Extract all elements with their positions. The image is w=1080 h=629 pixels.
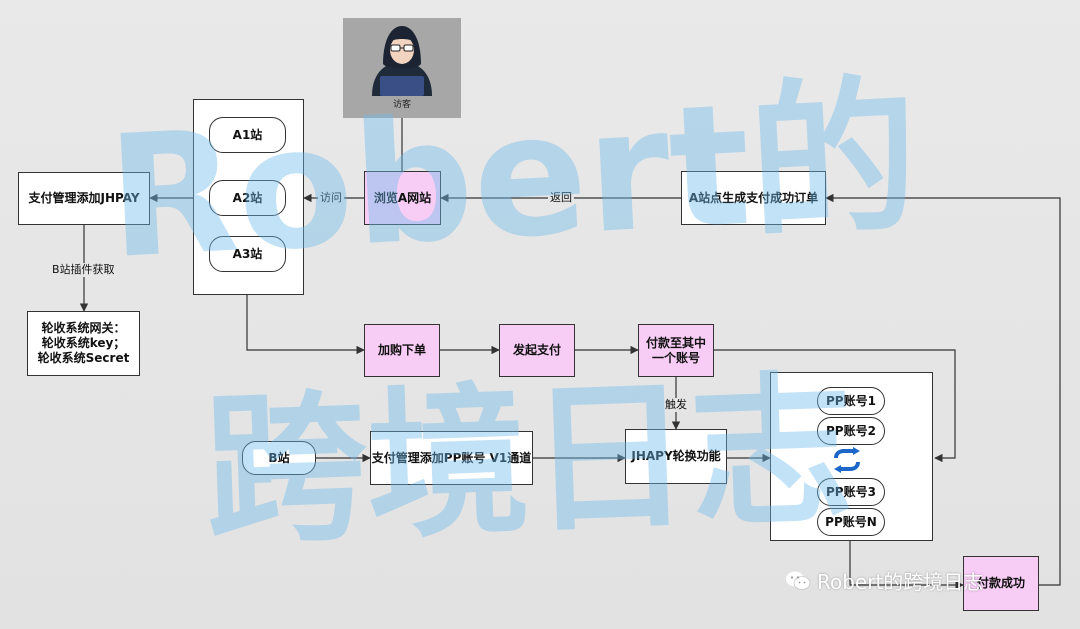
browse-site-node: 浏览A网站 [364, 171, 441, 225]
gateway-info-node: 轮收系统网关： 轮收系统key； 轮收系统Secret [27, 311, 140, 376]
payment-mgmt-jhpay-node: 支付管理添加JHPAY [18, 172, 150, 225]
pay-line-2: 一个账号 [651, 350, 700, 365]
hacker-avatar-icon [372, 26, 432, 96]
visitor-caption: 访客 [392, 100, 411, 110]
rotate-icon [834, 447, 860, 473]
gateway-line-1: 轮收系统网关： [41, 321, 126, 335]
gateway-line-3: 轮收系统Secret [37, 351, 130, 365]
initiate-payment-node: 发起支付 [499, 324, 575, 377]
order-created-node: A站点生成支付成功订单 [681, 171, 826, 225]
footer-text: Robert的跨境日志 [817, 570, 984, 594]
edge-label-b-plugin: B站插件获取 [50, 263, 117, 277]
edge-sites-to-cart [246, 295, 365, 355]
jhapy-rotate-node: JHAPY轮换功能 [625, 429, 727, 484]
pp-account-1: PP账号1 [817, 387, 885, 415]
edge-label-trigger: 触发 [663, 398, 689, 412]
pp-account-3: PP账号3 [817, 478, 885, 506]
site-a3: A3站 [209, 236, 286, 272]
pay-to-account-node: 付款至其中 一个账号 [638, 324, 714, 377]
site-a2: A2站 [209, 180, 286, 216]
site-a1: A1站 [209, 117, 286, 153]
wechat-icon [786, 571, 811, 590]
payment-success-node: 付款成功 [963, 556, 1039, 611]
edge-pool-to-success [849, 541, 964, 590]
payment-mgmt-pp-node: 支付管理添加PP账号 V1通道 [370, 431, 533, 485]
edge-label-visit: 访问 [318, 191, 344, 205]
footer-brand: Robert的跨境日志 [785, 566, 983, 595]
pp-account-n: PP账号N [817, 508, 885, 536]
pay-line-1: 付款至其中 [645, 335, 706, 350]
edge-label-return: 返回 [548, 191, 574, 205]
edge-pay-to-pp-pool [714, 349, 956, 463]
gateway-line-2: 轮收系统key； [41, 336, 126, 350]
edge-success-to-order [825, 193, 1061, 586]
visitor-node: 访客 [343, 18, 461, 118]
add-to-cart-node: 加购下单 [364, 324, 440, 377]
pp-account-2: PP账号2 [817, 417, 885, 445]
site-b-node: B站 [242, 441, 316, 475]
